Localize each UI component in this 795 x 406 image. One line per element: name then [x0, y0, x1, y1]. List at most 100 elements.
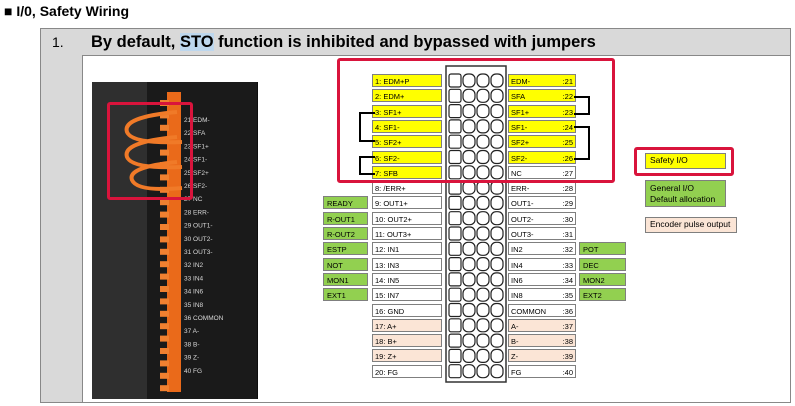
- connector-slot: [462, 333, 476, 348]
- photo-terminal-label: 39 Z-: [184, 355, 199, 362]
- terminal-left-17: 17: A+: [372, 318, 442, 332]
- terminal-left-11: 11: OUT3+: [372, 227, 442, 240]
- legend-safety-io: Safety I/O: [645, 153, 726, 169]
- terminal-right-39: Z-:39: [508, 349, 576, 363]
- connector-slot: [462, 103, 476, 119]
- connector-slot: [462, 73, 476, 88]
- terminal-right-label: OUT3-: [511, 230, 534, 239]
- header-post: function is inhibited and bypassed with …: [213, 33, 596, 51]
- connector-slot: [476, 165, 490, 180]
- connector-slot: [448, 211, 462, 226]
- terminal-right-label: B-: [511, 337, 519, 347]
- terminal-right-number: :36: [562, 306, 573, 316]
- connector-slot: [462, 241, 476, 256]
- connector-slot: [476, 348, 490, 363]
- terminal-right-36: COMMON:36: [508, 303, 576, 317]
- connector-slot: [490, 211, 504, 226]
- terminal-right-number: :35: [562, 291, 573, 301]
- connector-slot: [490, 226, 504, 241]
- function-label-ready: READY: [323, 196, 368, 210]
- terminal-right-27: NC:27: [508, 165, 576, 179]
- connector-slot: [448, 119, 462, 134]
- function-label-ext1: EXT1: [323, 288, 368, 302]
- connector-tooth: [160, 286, 169, 292]
- function-label-pot: POT: [579, 242, 626, 256]
- connector-slot: [462, 88, 476, 103]
- function-label-ext2: EXT2: [579, 288, 626, 302]
- terminal-left-12: 12: IN1: [372, 242, 442, 256]
- connector-slot: [476, 195, 490, 210]
- terminal-left-1: 1: EDM+P: [372, 74, 442, 87]
- terminal-left-19: 19: Z+: [372, 349, 442, 363]
- legend-general-line1: General I/O: [650, 183, 694, 193]
- terminal-left-15: 15: IN7: [372, 288, 442, 302]
- function-label-estp: ESTP: [323, 242, 368, 256]
- function-label-r-out1: R-OUT1: [323, 211, 368, 225]
- connector-tooth: [160, 112, 169, 119]
- terminal-right-26: SF2-:26: [508, 150, 576, 164]
- connector-slot: [462, 195, 476, 210]
- safety-io-highlight: [337, 58, 615, 183]
- connector-slot: [490, 103, 504, 119]
- connector-slot: [490, 318, 504, 333]
- terminal-left-7: 7: SFB: [372, 165, 442, 179]
- photo-terminal-label: 38 B-: [184, 341, 200, 348]
- legend-encoder: Encoder pulse output: [645, 217, 737, 233]
- connector-slot: [476, 134, 490, 149]
- connector-tooth: [160, 273, 169, 280]
- connector-slot: [490, 119, 504, 134]
- terminal-right-number: :38: [562, 337, 573, 347]
- terminal-right-label: SFA: [511, 92, 526, 102]
- connector-slot: [490, 272, 504, 287]
- connector-slot: [490, 180, 504, 195]
- connector-slot: [462, 302, 476, 318]
- connector-slot: [490, 364, 504, 379]
- connector-slot: [476, 241, 490, 256]
- row-number: 1.: [52, 34, 64, 50]
- function-label-mon1: MON1: [323, 272, 368, 286]
- terminal-left-16: 16: GND: [372, 303, 442, 317]
- terminal-left-4: 4: SF1-: [372, 119, 442, 133]
- connector-slot: [490, 149, 504, 165]
- connector-slot: [462, 348, 476, 363]
- terminal-right-number: :32: [562, 245, 573, 255]
- connector-tooth: [160, 298, 169, 305]
- connector-slot: [448, 149, 462, 165]
- function-label-not: NOT: [323, 257, 368, 271]
- connector-slot: [462, 211, 476, 226]
- photo-terminal-label: 21 EDM-: [184, 117, 210, 124]
- connector-slot: [448, 165, 462, 180]
- terminal-right-number: :24: [562, 122, 573, 132]
- connector-slot: [476, 180, 490, 195]
- terminal-right-number: :23: [562, 107, 573, 117]
- connector-slot: [490, 302, 504, 318]
- connector-slot: [490, 348, 504, 363]
- connector-slot: [476, 272, 490, 287]
- terminal-right-label: OUT1-: [511, 199, 534, 209]
- row-header-cell: By default, STO function is inhibited an…: [82, 29, 790, 56]
- terminal-right-number: :33: [562, 260, 573, 270]
- terminal-right-number: :39: [562, 352, 573, 362]
- connector-tooth: [160, 348, 169, 354]
- photo-terminal-label: 34 IN6: [184, 289, 204, 296]
- terminal-right-35: IN8:35: [508, 288, 576, 302]
- connector-slot: [476, 88, 490, 103]
- photo-terminal-label: 32 IN2: [184, 262, 204, 269]
- connector-tooth: [160, 261, 169, 268]
- photo-terminal-label: 25 SF2+: [184, 170, 209, 177]
- connector-slot: [448, 134, 462, 149]
- terminal-left-9: 9: OUT1+: [372, 196, 442, 210]
- connector-slot: [462, 180, 476, 195]
- connector-slot: [448, 73, 462, 88]
- connector-slot: [448, 226, 462, 241]
- terminal-right-label: SF2+: [511, 138, 530, 148]
- section-title: ■ I/0, Safety Wiring: [4, 3, 130, 19]
- terminal-right-number: :26: [562, 153, 573, 163]
- terminal-right-number: :29: [562, 199, 573, 209]
- row-number-cell: 1.: [41, 29, 83, 402]
- terminal-right-label: OUT2-: [511, 214, 534, 224]
- photo-terminal-label: 33 IN4: [184, 275, 204, 282]
- terminal-right-label: SF1+: [511, 107, 530, 117]
- connector-slot: [448, 241, 462, 256]
